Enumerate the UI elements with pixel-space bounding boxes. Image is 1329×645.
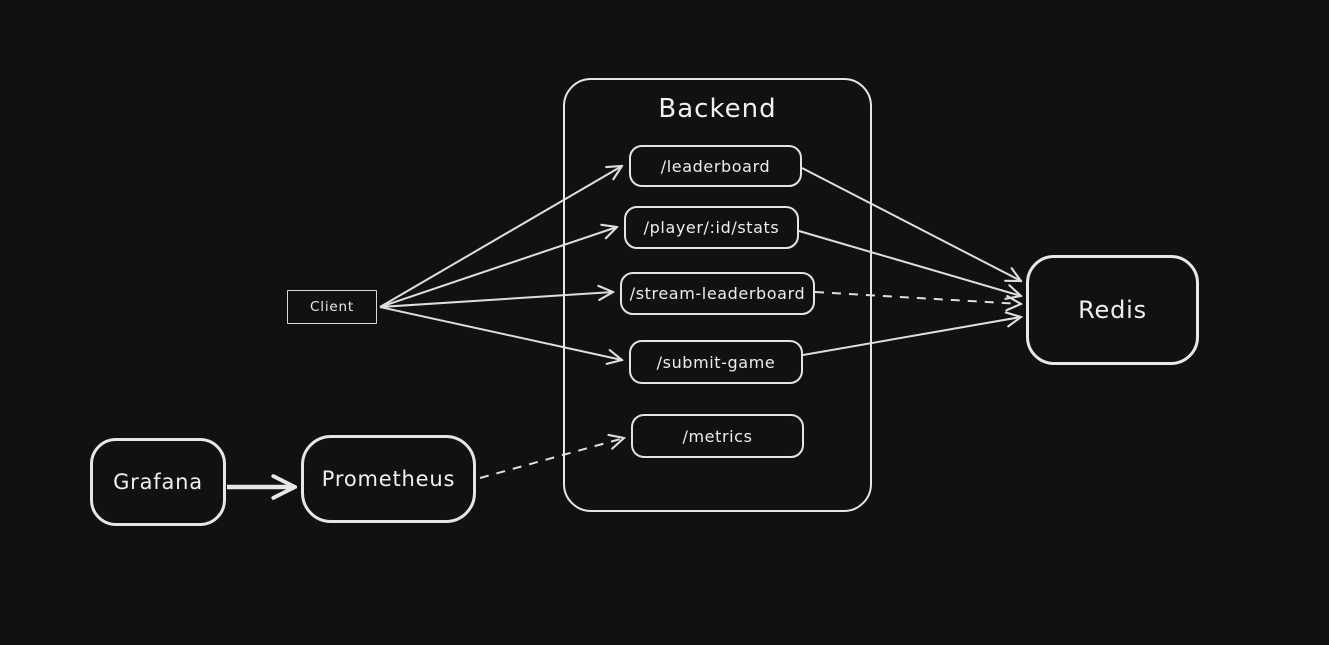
endpoint-submit-game[interactable]: /submit-game xyxy=(629,340,803,384)
client-node[interactable]: Client xyxy=(287,290,377,324)
backend-container[interactable]: Backend /leaderboard /player/:id/stats /… xyxy=(563,78,872,512)
endpoint-stream-leaderboard-label: /stream-leaderboard xyxy=(629,284,806,303)
endpoint-leaderboard-label: /leaderboard xyxy=(660,156,771,176)
endpoint-stream-leaderboard[interactable]: /stream-leaderboard xyxy=(620,272,815,315)
endpoint-leaderboard[interactable]: /leaderboard xyxy=(629,145,802,187)
endpoint-metrics[interactable]: /metrics xyxy=(631,414,804,458)
redis-node[interactable]: Redis xyxy=(1026,255,1199,365)
endpoint-metrics-label: /metrics xyxy=(682,426,753,446)
prometheus-node[interactable]: Prometheus xyxy=(301,435,476,523)
client-label: Client xyxy=(310,299,354,315)
grafana-node[interactable]: Grafana xyxy=(90,438,226,526)
endpoint-player-stats-label: /player/:id/stats xyxy=(643,218,780,237)
redis-label: Redis xyxy=(1078,296,1147,324)
backend-title: Backend xyxy=(658,94,777,124)
grafana-label: Grafana xyxy=(113,470,203,494)
endpoint-player-stats[interactable]: /player/:id/stats xyxy=(624,206,799,249)
endpoint-submit-game-label: /submit-game xyxy=(656,352,776,372)
prometheus-label: Prometheus xyxy=(321,467,456,491)
